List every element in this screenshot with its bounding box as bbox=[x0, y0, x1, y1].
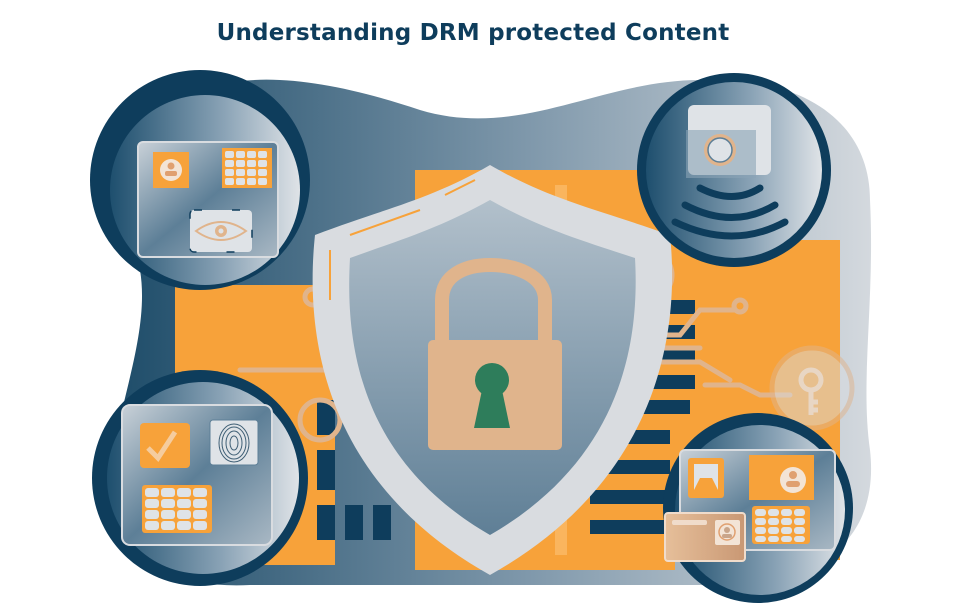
building-windows-left bbox=[317, 400, 391, 540]
key-icon bbox=[769, 345, 855, 431]
bubble-bottom-left bbox=[92, 370, 308, 586]
eye-scan-icon bbox=[189, 209, 253, 253]
bubble-bottom-right bbox=[663, 413, 853, 603]
padlock-icon bbox=[428, 257, 562, 450]
id-card-icon bbox=[664, 512, 746, 562]
fingerprint-icon bbox=[209, 419, 259, 466]
signal-waves-icon bbox=[671, 184, 789, 240]
camera-sensor-icon bbox=[686, 105, 771, 178]
keypad-icon bbox=[222, 148, 272, 188]
bubble-top-left bbox=[90, 70, 310, 290]
document-icon bbox=[688, 458, 724, 498]
bubble-top-right bbox=[637, 73, 831, 267]
keypad-icon bbox=[142, 485, 212, 533]
keypad-icon bbox=[752, 506, 810, 544]
user-profile-icon bbox=[749, 455, 814, 500]
keyhole-icon bbox=[475, 363, 509, 397]
page-title: Understanding DRM protected Content bbox=[216, 20, 730, 46]
